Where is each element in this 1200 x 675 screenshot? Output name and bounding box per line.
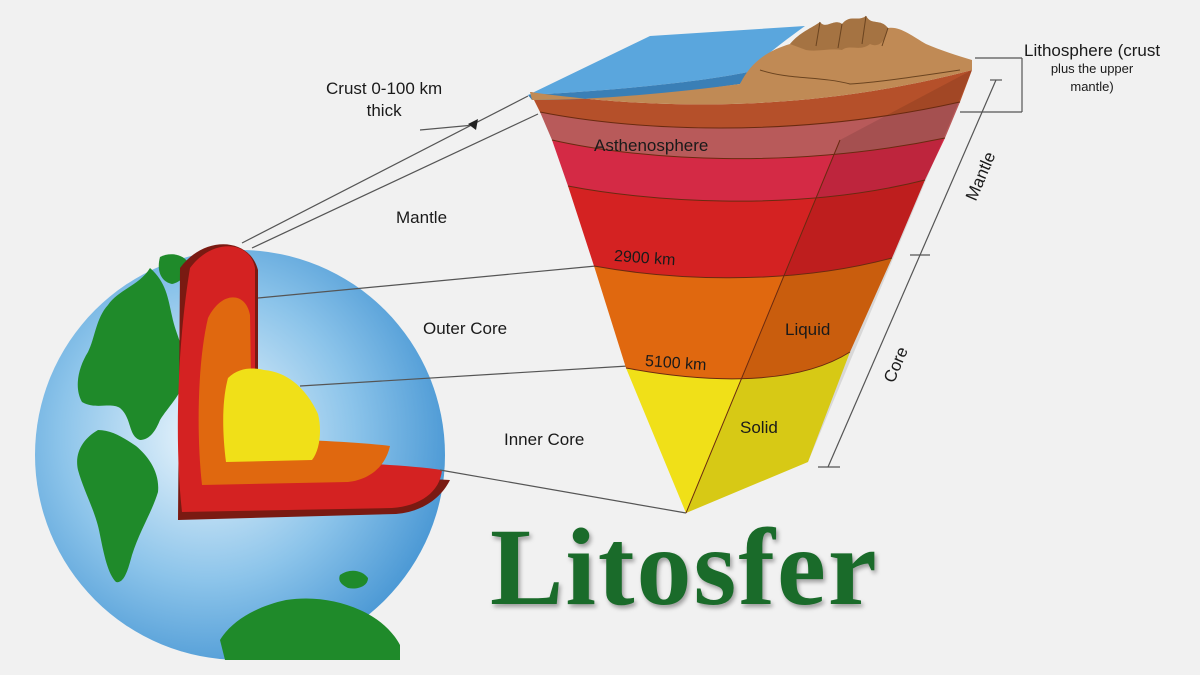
crust-label-line1: Crust 0-100 km [326,79,443,98]
edge-astheno-mantle [551,137,946,160]
mountain-ridges [759,15,961,85]
mountain-range [790,16,888,51]
wedge-outer-core [594,258,892,379]
connector-lines [241,95,687,514]
north-america-landmass [77,268,186,440]
lithosphere-label-line1: Lithosphere (crust [1024,41,1161,60]
wedge-upper-mantle [552,138,945,202]
edge-upper-lower-mantle [567,179,926,202]
connector-crust-inner [251,113,539,249]
solid-label: Solid [740,418,778,437]
cutaway-inner-core [223,368,320,462]
ocean-surface [528,26,805,95]
liquid-label: Liquid [785,320,831,339]
cross-section-wedge [528,15,972,514]
page-title: Litosfer [490,506,879,628]
lithosphere-label-line3: mantle) [1070,79,1114,94]
island-landmass [339,570,368,589]
ridge-line [861,15,867,45]
crust-label: Crust 0-100 km thick [326,78,442,122]
wedge-inner-core [626,352,850,513]
connector-mantle [257,265,597,299]
south-america-landmass [77,430,159,583]
ridge-line [881,27,889,47]
wedge-asthenosphere [540,102,960,159]
africa-landmass [220,598,400,660]
edge-litho-astheno [539,101,961,129]
connector-inner-core [439,469,687,514]
lithosphere-label: Lithosphere (crust plus the upper mantle… [1024,42,1160,96]
ridge-line [837,23,843,49]
edge-mantle-core [593,257,893,279]
wedge-lower-mantle [568,180,925,278]
inner-core-label: Inner Core [504,430,585,449]
mantle-label-left: Mantle [396,208,448,227]
depth-scale [818,57,1023,468]
lithosphere-label-line2: plus the upper [1050,61,1134,76]
connector-crust-label [419,124,475,131]
earth-globe [35,244,450,660]
edge-outer-inner-core [625,351,851,380]
wedge-layer-edges [539,101,961,514]
crust-label-line2: thick [366,101,402,120]
ocean-edge [528,72,748,100]
outer-core-label: Outer Core [423,319,508,338]
asthenosphere-label: Asthenosphere [594,136,709,155]
connector-outer-core [299,365,629,387]
edge-wedge-corner [685,139,841,514]
crust-pointer-arrow [468,119,478,130]
ridge-line [815,21,821,47]
wedge-lithosphere [530,70,972,128]
connector-crust-outer [241,95,529,244]
scale-main-line [827,79,997,468]
wedge-side-face [686,70,972,513]
ridge-line [759,69,961,85]
